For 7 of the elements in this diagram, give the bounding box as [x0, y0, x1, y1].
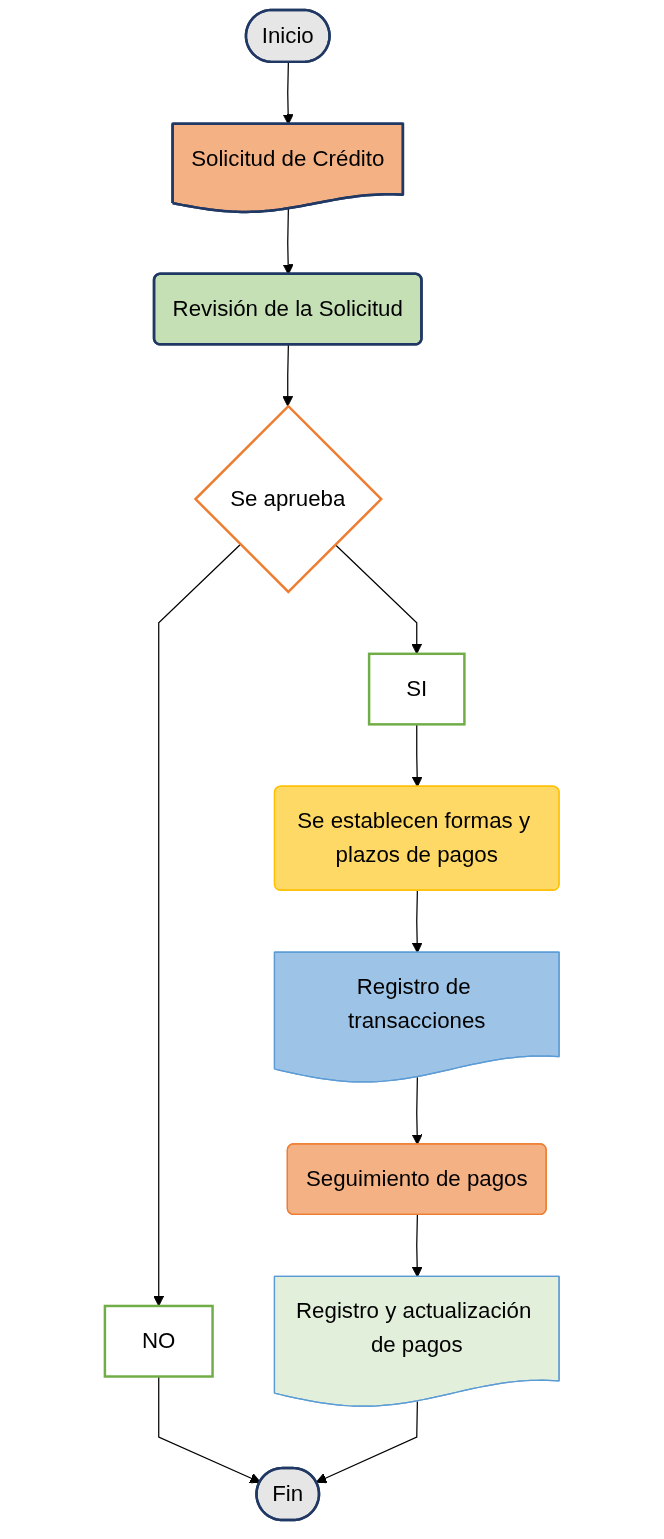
node-box	[367, 652, 466, 726]
arrow	[411, 1076, 423, 1145]
flowchart-drawing: Inicio Solicitud de Crédito Revisión de la Solicitud Se aprueba NO SI Se establecen formas y plazos de pagos Registro de transacciones Seguimiento de pagos Registro y actualización de pagos Fin	[95, 0, 569, 1530]
node-box	[103, 1304, 214, 1378]
arrow	[282, 344, 294, 407]
arrow	[316, 1400, 418, 1484]
node-diamond	[193, 404, 383, 594]
